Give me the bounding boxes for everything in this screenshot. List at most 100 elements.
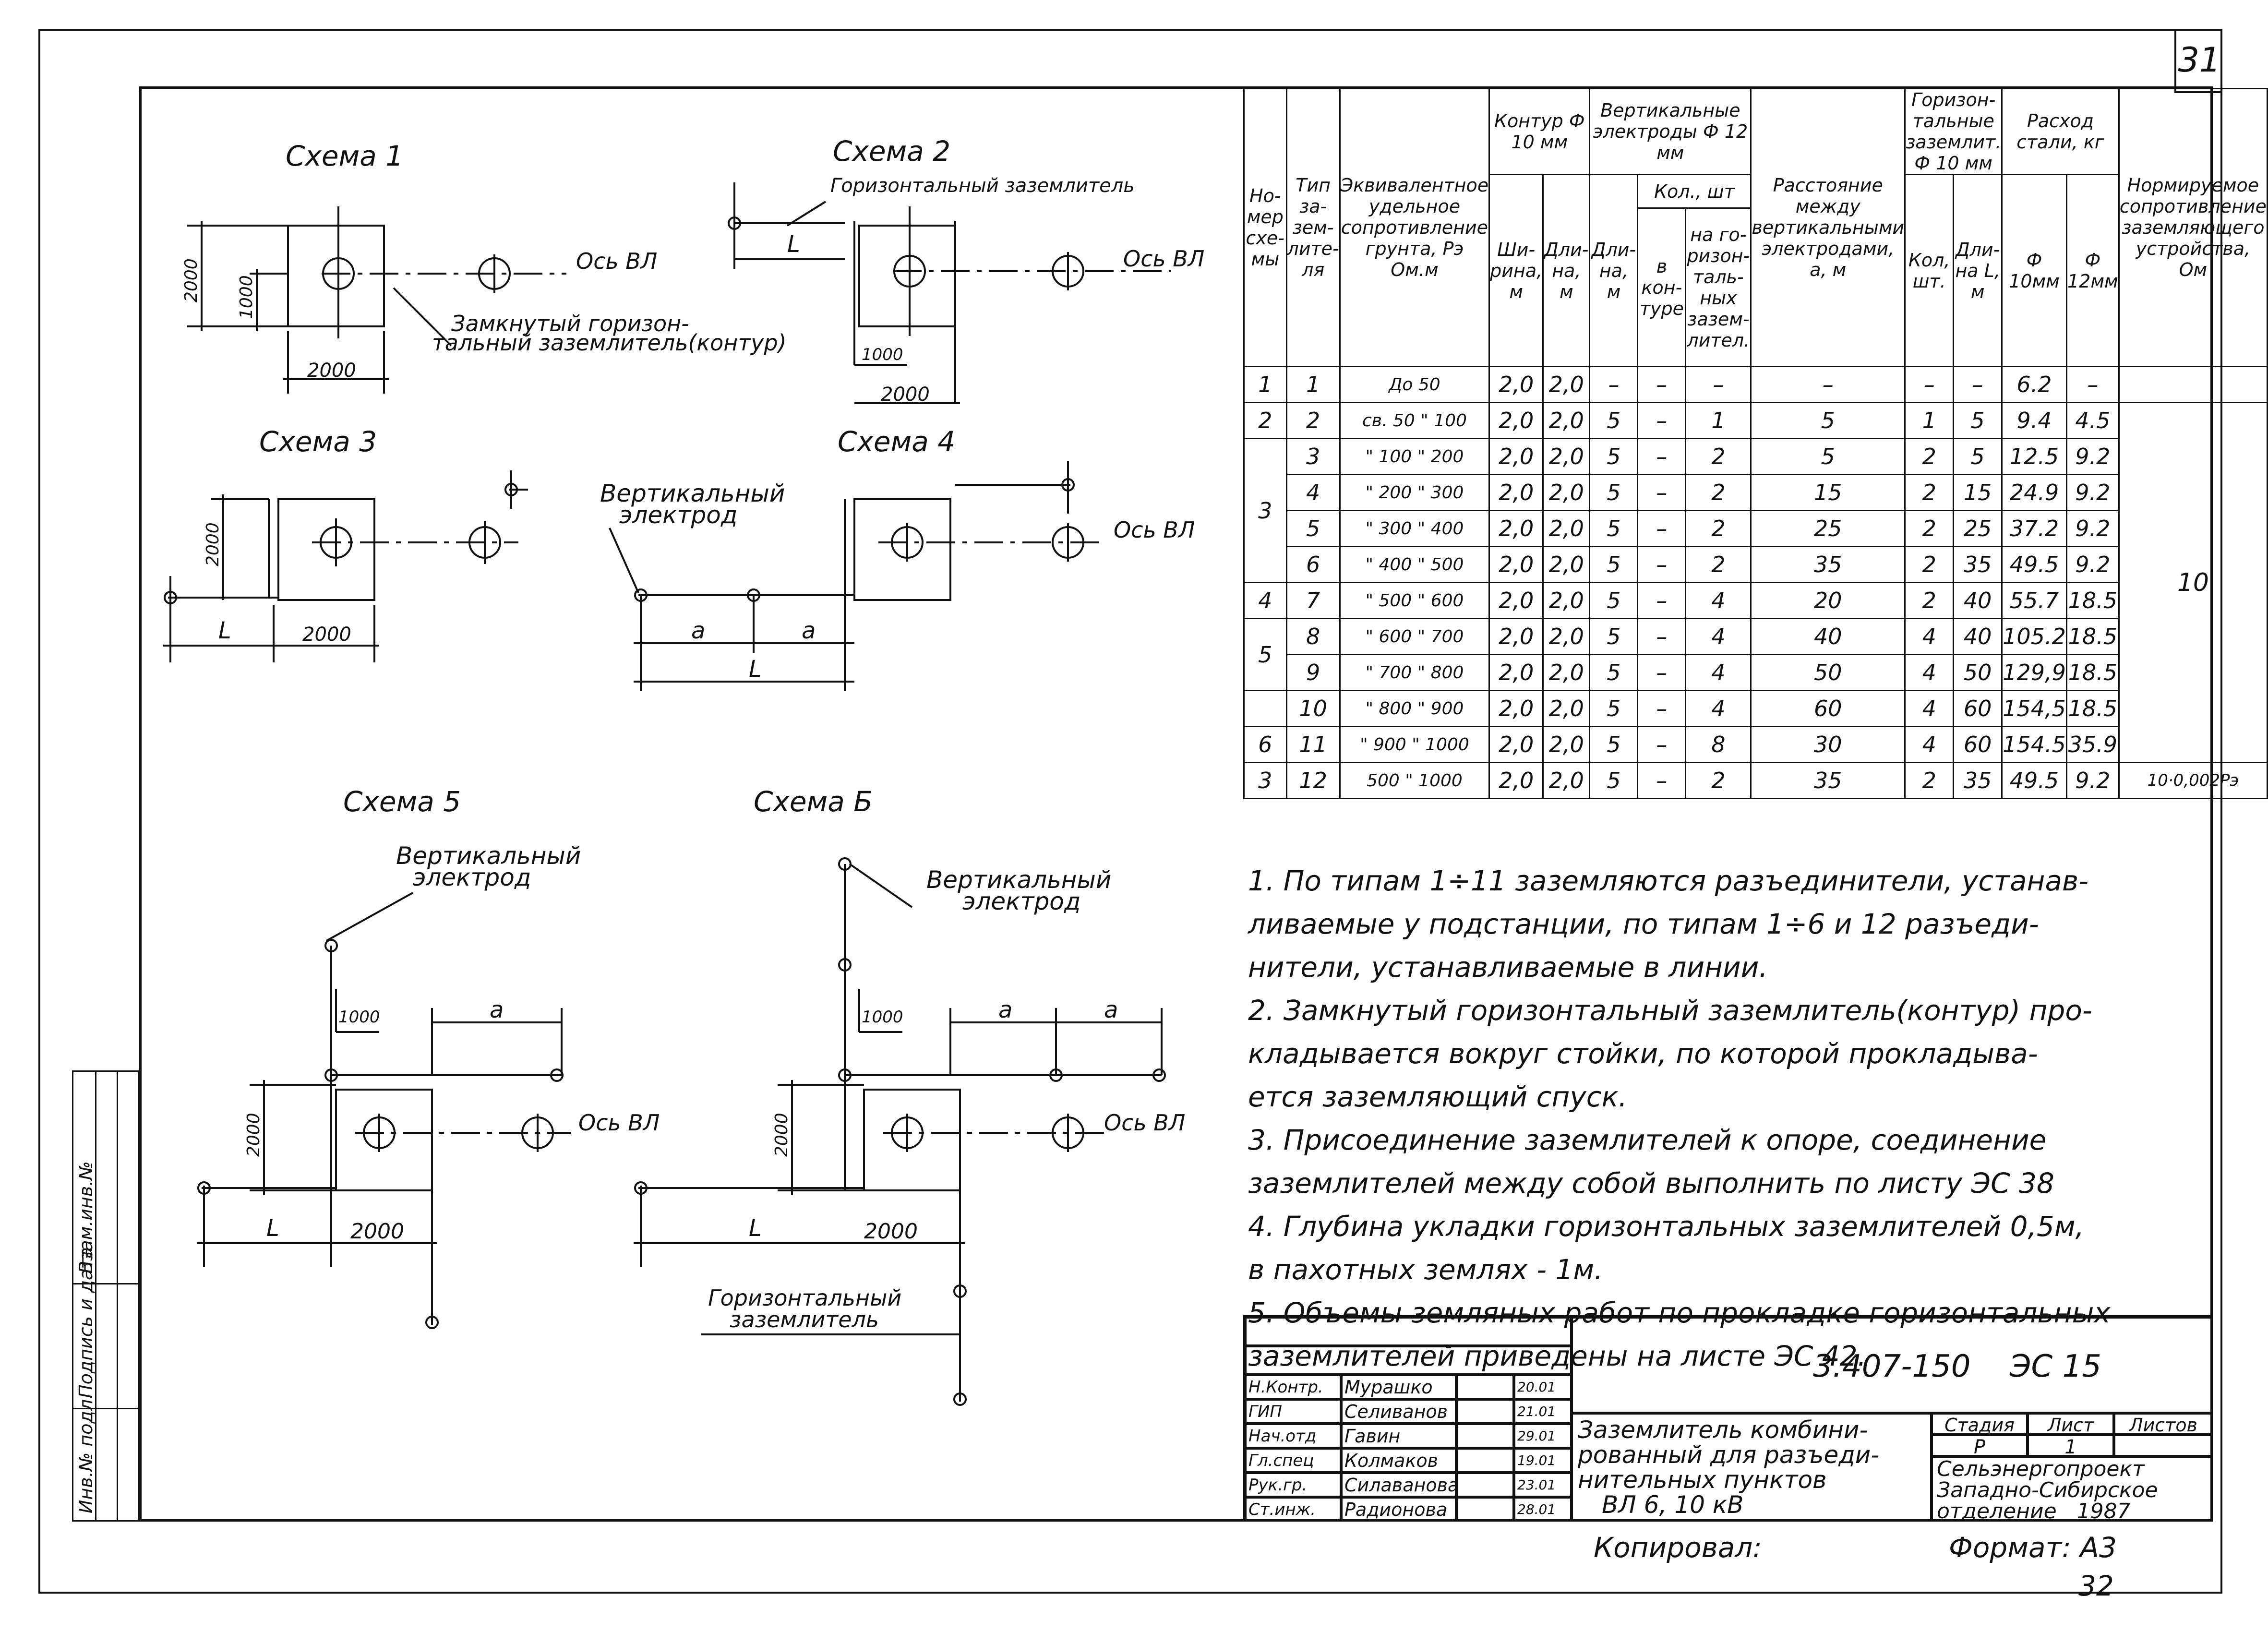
role-label: Рук.гр. [1245, 1473, 1341, 1497]
cell-cl: 2,0 [1542, 726, 1591, 763]
dim-2000: 2000 [864, 1219, 918, 1244]
stage-value: Р [1932, 1435, 2028, 1456]
doc-code-value: 3.407-150 [1813, 1349, 1971, 1384]
cell-vh: 4 [1685, 690, 1752, 727]
cell-type: 11 [1285, 726, 1341, 763]
cell-s10: 37.2 [2001, 510, 2067, 547]
dim-1000: 1000 [338, 1008, 380, 1027]
cell-hl: 35 [1953, 762, 2003, 799]
cell-vc: – [1637, 474, 1687, 511]
cell-s12: 9.2 [2065, 510, 2120, 547]
cell-type: 10 [1285, 690, 1341, 727]
cell-norm: 10 [2118, 402, 2268, 763]
role-label: Н.Контр. [1245, 1375, 1341, 1399]
cell-hl: – [1953, 366, 2003, 403]
cell-vc: – [1637, 762, 1687, 799]
cell-rho: " 700 " 800 [1339, 654, 1490, 691]
cell-a: 35 [1750, 762, 1906, 799]
cell-s10: 9.4 [2001, 402, 2067, 439]
dim-L: L [749, 656, 762, 683]
dim-L: L [787, 231, 800, 258]
cell-type: 3 [1285, 438, 1341, 475]
scheme-4-vertical-electrode-1: Вертикальный [600, 480, 785, 507]
cell-rho: св. 50 " 100 [1339, 402, 1490, 439]
cell-cw: 2,0 [1488, 546, 1544, 583]
cell-vc: – [1637, 654, 1687, 691]
cell-s10: 49.5 [2001, 762, 2067, 799]
cell-cl: 2,0 [1542, 690, 1591, 727]
cell-type: 4 [1285, 474, 1341, 511]
scheme-6-axis-label: Ось ВЛ [1104, 1110, 1185, 1136]
cell-scheme: 6 [1243, 726, 1287, 763]
dim-2000: 2000 [307, 360, 356, 382]
cell-hq: 4 [1904, 618, 1955, 655]
cell-s10: 154.5 [2001, 726, 2067, 763]
signature [1456, 1399, 1514, 1424]
sign-date: 28.01 [1514, 1497, 1572, 1522]
signature [1456, 1497, 1514, 1522]
sign-date: 21.01 [1514, 1399, 1572, 1424]
cell-hl: 15 [1953, 474, 2003, 511]
cell-vh: 2 [1685, 438, 1752, 475]
cell-scheme [1243, 690, 1287, 727]
cell-a: – [1750, 366, 1906, 403]
cell-hl: 25 [1953, 510, 2003, 547]
cell-s10: 129,9 [2001, 654, 2067, 691]
cell-vc: – [1637, 582, 1687, 619]
cell-cl: 2,0 [1542, 510, 1591, 547]
cell-cl: 2,0 [1542, 438, 1591, 475]
scheme-6-vertical-electrode-1: Вертикальный [926, 866, 1111, 894]
dim-a: a [802, 617, 816, 644]
sign-date: 29.01 [1514, 1424, 1572, 1448]
note-line: в пахотных землях - 1м. [1248, 1253, 1603, 1286]
cell-s12: 18.5 [2065, 654, 2120, 691]
cell-vl: 5 [1589, 510, 1639, 547]
cell-vl: 5 [1589, 726, 1639, 763]
cell-hq: 2 [1904, 546, 1955, 583]
dim-1000: 1000 [862, 1008, 903, 1027]
cell-hq: – [1904, 366, 1955, 403]
note-line: 1. По типам 1÷11 заземляются разъедините… [1248, 864, 2089, 897]
signer-name: Радионова [1341, 1497, 1456, 1522]
note-line: 3. Присоединение заземлителей к опоре, с… [1248, 1124, 2047, 1156]
cell-hq: 2 [1904, 582, 1955, 619]
cell-s12: – [2065, 366, 2120, 403]
dim-2000: 2000 [302, 624, 351, 646]
cell-vl: 5 [1589, 438, 1639, 475]
dim-2000-vertical: 2000 [181, 258, 201, 302]
cell-vh: 4 [1685, 618, 1752, 655]
sign-date: 19.01 [1514, 1448, 1572, 1473]
cell-scheme: 2 [1243, 402, 1287, 439]
cell-cw: 2,0 [1488, 582, 1544, 619]
signer-name: Гавин [1341, 1424, 1456, 1448]
cell-vc: – [1637, 726, 1687, 763]
cell-a: 60 [1750, 690, 1906, 727]
dim-a: a [998, 996, 1012, 1023]
cell-cw: 2,0 [1488, 690, 1544, 727]
cell-s12: 18.5 [2065, 618, 2120, 655]
scheme-6-vertical-electrode-2: электрод [962, 888, 1080, 915]
cell-a: 5 [1750, 402, 1906, 439]
note-line: 2. Замкнутый горизонтальный заземлитель(… [1248, 994, 2092, 1027]
cell-cl: 2,0 [1542, 546, 1591, 583]
closed-horizontal-note-1: Замкнутый горизон- [451, 311, 689, 336]
cell-cl: 2,0 [1542, 366, 1591, 403]
cell-s10: 154,5 [2001, 690, 2067, 727]
signature [1456, 1473, 1514, 1497]
scheme-5-title: Схема 5 [343, 785, 461, 818]
cell-hl: 50 [1953, 654, 2003, 691]
cell-hq: 4 [1904, 726, 1955, 763]
role-label: Нач.отд [1245, 1424, 1341, 1448]
title-line: нительных пунктов [1578, 1466, 1827, 1494]
cell-type: 2 [1285, 402, 1341, 439]
col-v-length: Дли-на, м [1589, 174, 1639, 367]
cell-vl: – [1589, 366, 1639, 403]
cell-hl: 60 [1953, 726, 2003, 763]
col-norm: Нормируемое сопротивление заземляющего у… [2118, 88, 2268, 367]
scheme-4-title: Схема 4 [838, 425, 955, 458]
